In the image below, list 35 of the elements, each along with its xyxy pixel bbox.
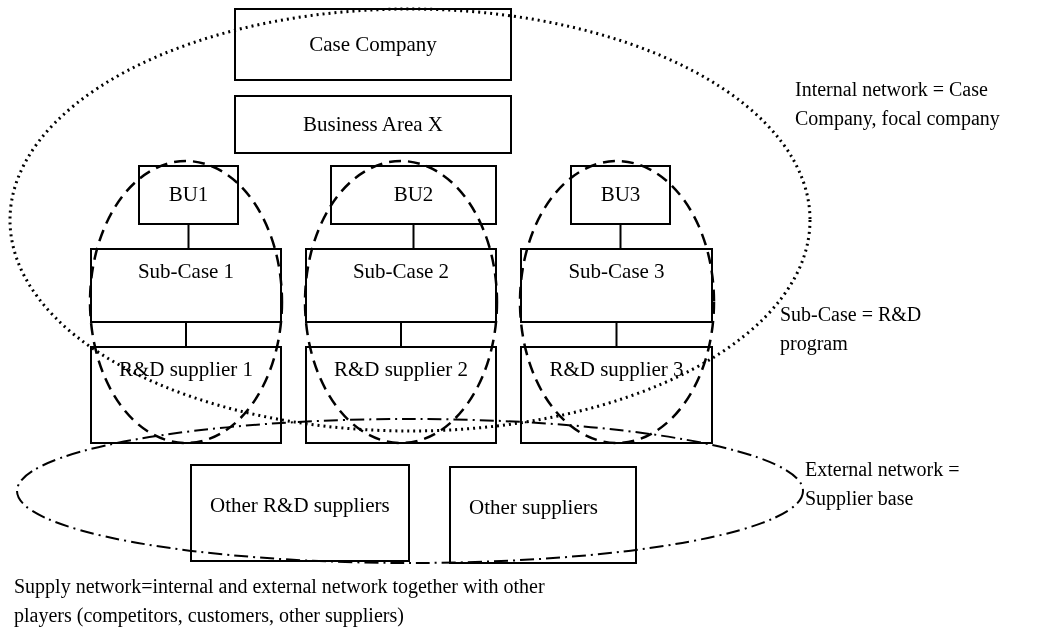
connector-line (400, 322, 402, 347)
annotation-text: Internal network = Case Company, focal company (795, 77, 1001, 132)
org-box (570, 165, 671, 225)
node-label: BU3 (600, 181, 641, 209)
org-box (520, 346, 713, 444)
annotation-text: External network = Supplier base (805, 457, 961, 512)
node-label: Sub-Case 2 (352, 258, 450, 285)
node-label: Sub-Case 1 (137, 258, 235, 285)
node-label: Sub-Case 3 (568, 258, 665, 285)
org-box (90, 248, 282, 323)
annotation-text: Sub-Case = R&D program (780, 302, 923, 357)
connector-line (185, 322, 187, 347)
org-box (449, 466, 637, 564)
org-box (234, 95, 512, 154)
connector-line (615, 322, 618, 347)
node-label: BU1 (168, 181, 209, 209)
node-label: Business Area X (303, 110, 443, 138)
org-box (190, 464, 410, 562)
node-label: R&D supplier 3 (549, 356, 684, 383)
org-box (520, 248, 713, 323)
connector-line (412, 224, 415, 249)
node-label: Other suppliers (469, 494, 598, 522)
org-box (305, 346, 497, 444)
node-label: BU2 (393, 181, 434, 209)
connector-line (187, 224, 190, 249)
org-box (138, 165, 239, 225)
org-box (234, 8, 512, 81)
annotation-text: Supply network=internal and external network together with other players (competitors, customers, other suppliers) (14, 574, 546, 629)
node-label: Case Company (309, 30, 437, 58)
org-box (305, 248, 497, 323)
node-label: Other R&D suppliers (210, 492, 390, 520)
org-box (90, 346, 282, 444)
node-label: R&D supplier 2 (333, 356, 469, 383)
org-box (330, 165, 497, 225)
connector-line (619, 224, 622, 249)
